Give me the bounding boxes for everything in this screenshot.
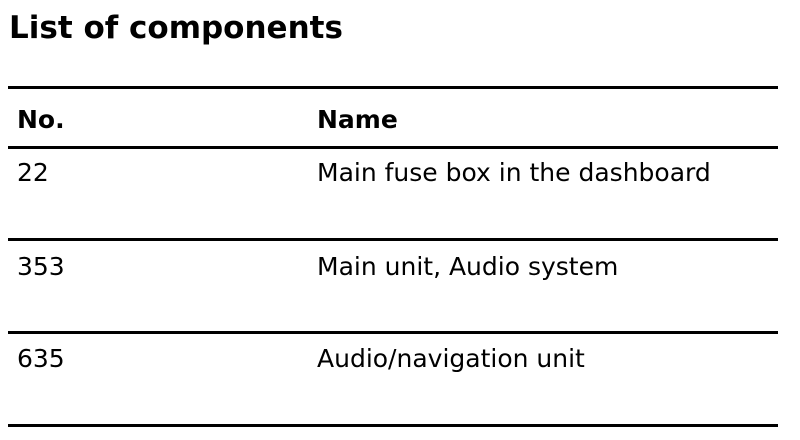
component-number: 22 <box>17 158 49 187</box>
table-bottom-rule <box>8 424 778 427</box>
component-number: 353 <box>17 252 65 281</box>
row-divider <box>8 238 778 241</box>
row-divider <box>8 331 778 334</box>
header-bottom-rule <box>8 146 778 149</box>
component-number: 635 <box>17 344 65 373</box>
column-header-name: Name <box>317 105 398 134</box>
component-name: Main fuse box in the dashboard <box>317 158 711 187</box>
column-header-no: No. <box>17 105 65 134</box>
page-title: List of components <box>9 10 343 46</box>
table-top-rule <box>8 86 778 89</box>
component-name: Audio/navigation unit <box>317 344 585 373</box>
component-name: Main unit, Audio system <box>317 252 619 281</box>
